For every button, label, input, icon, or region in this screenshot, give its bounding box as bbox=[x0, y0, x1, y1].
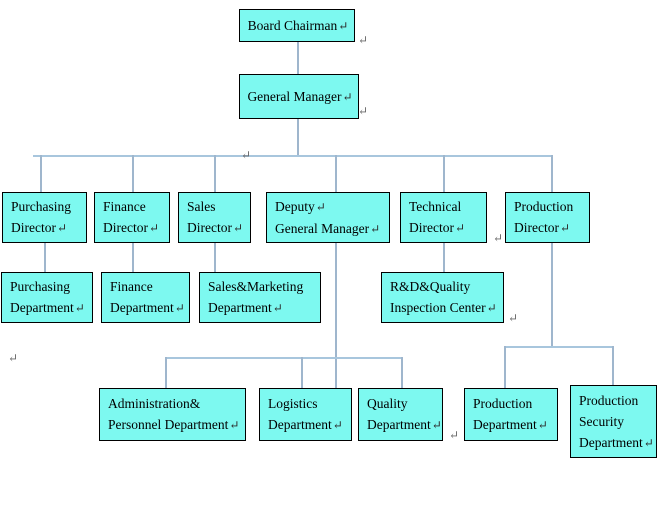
connector-deputy-bus-to-administration bbox=[165, 357, 167, 388]
connector-bus-to-production-director bbox=[551, 155, 553, 192]
node-line: Director↵ bbox=[187, 220, 244, 235]
node-line: Production bbox=[579, 392, 639, 408]
connector-deputy-gm-bus bbox=[165, 357, 403, 359]
paragraph-mark-icon: ↵ bbox=[370, 221, 381, 236]
connector-main-bus bbox=[33, 155, 552, 157]
node-line: Logistics bbox=[268, 396, 318, 411]
connector-finance-director-to-department bbox=[132, 243, 134, 272]
paragraph-mark-icon: ↵ bbox=[229, 418, 240, 432]
connector-bus-to-sales-director bbox=[214, 155, 216, 192]
node-line: General Manager↵ bbox=[275, 220, 381, 236]
node-finance-director[interactable]: Finance Director↵ bbox=[94, 192, 170, 243]
node-production-director[interactable]: Production Director↵ bbox=[505, 192, 590, 243]
node-line: Sales&Marketing bbox=[208, 279, 304, 294]
connector-bus-to-deputy-general-manager bbox=[335, 155, 337, 192]
node-line: Production bbox=[473, 396, 533, 411]
node-line: Department↵ bbox=[10, 300, 85, 315]
connector-technical-director-to-rd-center bbox=[443, 243, 445, 272]
node-line: Department↵ bbox=[367, 417, 442, 432]
paragraph-mark-icon: ↵ bbox=[232, 221, 244, 235]
node-line: Department↵ bbox=[473, 417, 548, 432]
node-line: Director↵ bbox=[514, 220, 571, 235]
node-line: Director↵ bbox=[409, 220, 466, 235]
paragraph-mark-icon: ↵ bbox=[8, 351, 19, 365]
connector-sales-director-to-department bbox=[214, 243, 216, 272]
paragraph-mark-icon: ↵ bbox=[241, 148, 252, 162]
connector-production-bus-to-security-department bbox=[612, 346, 614, 385]
node-line: General Manager↵ bbox=[247, 88, 353, 104]
paragraph-mark-icon: ↵ bbox=[342, 89, 353, 104]
node-line: Administration& bbox=[108, 396, 201, 411]
node-line: Production bbox=[514, 199, 574, 214]
node-sales-director[interactable]: Sales Director↵ bbox=[178, 192, 251, 243]
node-line: Inspection Center↵ bbox=[390, 300, 497, 315]
connector-production-director-stem bbox=[551, 243, 553, 347]
node-production-security-department[interactable]: Production Security Department↵ bbox=[570, 385, 657, 458]
paragraph-mark-icon: ↵ bbox=[56, 221, 68, 235]
node-administration-personnel-department[interactable]: Administration& Personnel Department↵ bbox=[99, 388, 246, 441]
connector-bus-to-finance-director bbox=[132, 155, 134, 192]
node-line: Finance bbox=[110, 279, 153, 294]
node-line: Personnel Department↵ bbox=[108, 417, 240, 432]
node-finance-department[interactable]: Finance Department↵ bbox=[101, 272, 190, 323]
node-deputy-general-manager[interactable]: Deputy↵ General Manager↵ bbox=[266, 192, 390, 243]
node-board-chairman[interactable]: Board Chairman↵ bbox=[239, 9, 355, 42]
connector-bus-to-purchasing-director bbox=[40, 155, 42, 192]
node-line: Security bbox=[579, 413, 624, 429]
node-line: Purchasing bbox=[11, 199, 71, 214]
paragraph-mark-icon: ↵ bbox=[338, 18, 349, 33]
paragraph-mark-icon: ↵ bbox=[74, 301, 85, 315]
node-purchasing-director[interactable]: Purchasing Director↵ bbox=[2, 192, 87, 243]
node-line: Department↵ bbox=[579, 434, 654, 450]
node-logistics-department[interactable]: Logistics Department↵ bbox=[259, 388, 352, 441]
node-rd-quality-inspection-center[interactable]: R&D&Quality Inspection Center↵ bbox=[381, 272, 504, 323]
node-technical-director[interactable]: Technical Director↵ bbox=[400, 192, 487, 243]
paragraph-mark-icon: ↵ bbox=[508, 311, 519, 325]
node-line: Department↵ bbox=[208, 300, 283, 315]
node-sales-marketing-department[interactable]: Sales&Marketing Department↵ bbox=[199, 272, 321, 323]
paragraph-mark-icon: ↵ bbox=[315, 199, 326, 214]
node-line: Board Chairman↵ bbox=[247, 17, 349, 33]
node-line: Director↵ bbox=[103, 220, 160, 235]
connector-production-bus bbox=[504, 346, 614, 348]
connector-deputy-bus-to-quality bbox=[401, 357, 403, 388]
connector-bus-to-technical-director bbox=[443, 155, 445, 192]
node-line: Department↵ bbox=[268, 417, 343, 432]
connector-purchasing-director-to-department bbox=[44, 243, 46, 272]
paragraph-mark-icon: ↵ bbox=[454, 221, 466, 235]
connector-chairman-to-gm bbox=[297, 41, 299, 74]
connector-deputy-bus-to-logistics bbox=[301, 357, 303, 388]
paragraph-mark-icon: ↵ bbox=[493, 231, 504, 245]
node-line: Director↵ bbox=[11, 220, 68, 235]
node-line: Department↵ bbox=[110, 300, 185, 315]
paragraph-mark-icon: ↵ bbox=[358, 104, 369, 118]
node-line: R&D&Quality bbox=[390, 279, 471, 294]
node-line: Sales bbox=[187, 199, 216, 214]
paragraph-mark-icon: ↵ bbox=[358, 33, 369, 47]
node-line: Quality bbox=[367, 396, 408, 411]
node-line: Technical bbox=[409, 199, 462, 214]
connector-production-bus-to-production-department bbox=[504, 346, 506, 388]
paragraph-mark-icon: ↵ bbox=[148, 221, 160, 235]
node-line: Finance bbox=[103, 199, 146, 214]
node-general-manager[interactable]: General Manager↵ bbox=[239, 74, 359, 119]
node-line: Purchasing bbox=[10, 279, 70, 294]
paragraph-mark-icon: ↵ bbox=[486, 301, 497, 315]
paragraph-mark-icon: ↵ bbox=[174, 301, 185, 315]
paragraph-mark-icon: ↵ bbox=[449, 428, 460, 442]
node-line: Deputy↵ bbox=[275, 198, 326, 214]
paragraph-mark-icon: ↵ bbox=[431, 418, 442, 432]
connector-deputy-gm-stem bbox=[335, 243, 337, 388]
paragraph-mark-icon: ↵ bbox=[643, 435, 654, 450]
paragraph-mark-icon: ↵ bbox=[332, 418, 343, 432]
node-purchasing-department[interactable]: Purchasing Department↵ bbox=[1, 272, 93, 323]
paragraph-mark-icon: ↵ bbox=[272, 301, 283, 315]
node-production-department[interactable]: Production Department↵ bbox=[464, 388, 558, 441]
paragraph-mark-icon: ↵ bbox=[559, 221, 571, 235]
connector-gm-stem bbox=[297, 118, 299, 156]
node-quality-department[interactable]: Quality Department↵ bbox=[358, 388, 443, 441]
paragraph-mark-icon: ↵ bbox=[537, 418, 548, 432]
